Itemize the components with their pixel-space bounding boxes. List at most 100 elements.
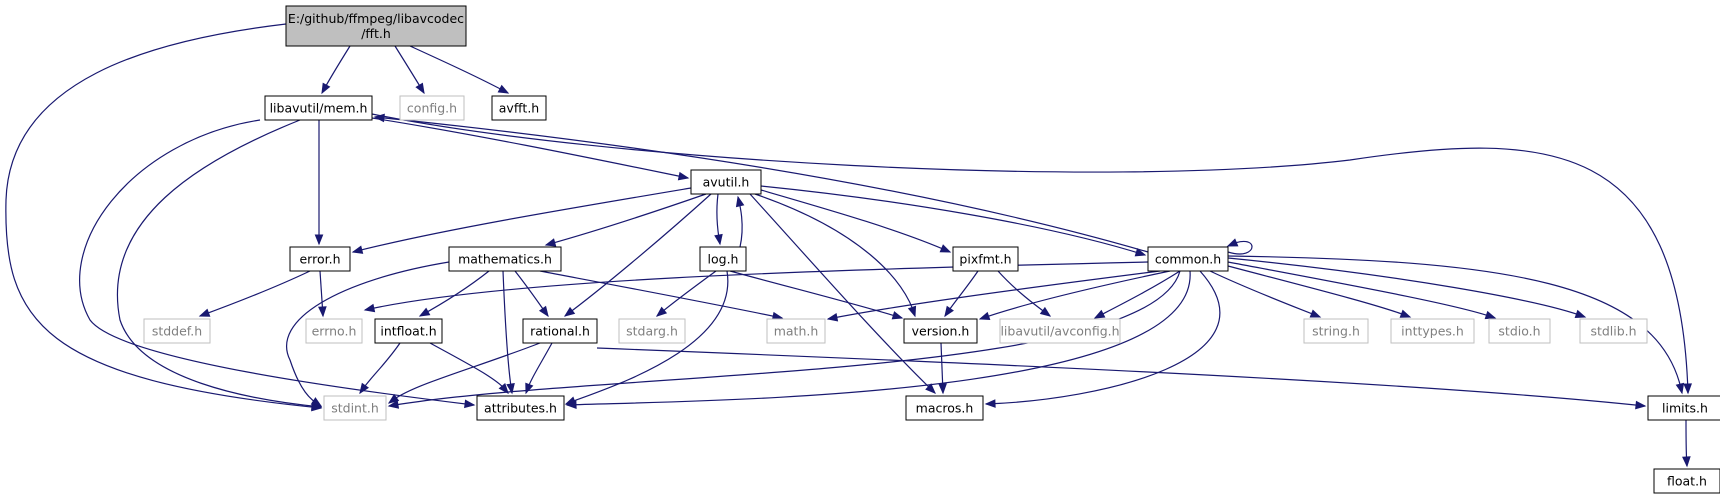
node-label: intfloat.h	[380, 324, 436, 339]
edge-common-to-stdlib	[1227, 257, 1587, 318]
edge-pixfmt-to-version	[944, 270, 979, 318]
node-box	[399, 95, 465, 121]
edge-rational-to-attributes	[525, 342, 553, 395]
node-intfloat[interactable]: intfloat.h	[374, 318, 443, 344]
node-stdio: stdio.h	[1488, 318, 1551, 344]
edge-avutil-to-rational	[563, 193, 712, 317]
edge-avutil-to-mathematics	[544, 193, 707, 247]
node-label: stdarg.h	[626, 324, 678, 339]
node-stdint: stdint.h	[323, 395, 387, 421]
node-log[interactable]: log.h	[699, 246, 747, 272]
edge-common-to-stdio	[1227, 261, 1497, 320]
node-fft[interactable]: E:/github/ffmpeg/libavcodec/fft.h	[285, 5, 467, 47]
node-mathematics[interactable]: mathematics.h	[448, 246, 562, 272]
edge-arrowhead	[373, 113, 385, 123]
node-errno: errno.h	[305, 318, 363, 344]
node-label: inttypes.h	[1401, 324, 1464, 339]
edge-arrowhead	[359, 382, 370, 395]
edge-line	[1227, 265, 1411, 318]
node-label: E:/github/ffmpeg/libavcodec	[288, 11, 464, 26]
edge-version-to-macros	[938, 342, 947, 395]
nodes-layer: E:/github/ffmpeg/libavcodec/fft.h libavut…	[143, 5, 1720, 494]
node-avfft[interactable]: avfft.h	[491, 95, 547, 121]
edge-arrowhead	[1635, 400, 1647, 410]
edge-common-to-inttypes	[1227, 265, 1412, 318]
node-common[interactable]: common.h	[1147, 246, 1229, 272]
edge-line	[388, 270, 1181, 407]
node-error[interactable]: error.h	[289, 246, 351, 272]
node-box	[448, 246, 562, 272]
node-label: version.h	[912, 324, 970, 339]
edge-line	[1227, 261, 1496, 319]
node-label: stddef.h	[152, 324, 202, 339]
edge-arrowhead	[387, 393, 400, 404]
edge-common-to-mem	[373, 113, 1149, 253]
node-label: config.h	[407, 101, 457, 116]
edge-intfloat-to-stdint	[359, 342, 401, 395]
node-box	[522, 318, 598, 344]
edge-arrowhead	[198, 308, 211, 317]
edge-fft-to-stdint	[5, 23, 323, 412]
node-version[interactable]: version.h	[903, 318, 978, 344]
edge-line	[371, 113, 1689, 394]
edge-common-to-string	[1209, 270, 1322, 318]
edge-line	[286, 261, 450, 407]
edge-mathematics-to-attributes	[502, 270, 515, 395]
edge-error-to-errno	[318, 270, 327, 318]
edge-avutil-to-macros	[749, 193, 936, 394]
edge-line	[1209, 270, 1321, 318]
node-mem[interactable]: libavutil/mem.h	[264, 95, 373, 121]
edge-arrowhead	[387, 400, 400, 409]
edge-mathematics-to-intfloat	[418, 270, 490, 317]
node-box	[766, 318, 826, 344]
node-label: common.h	[1155, 252, 1221, 267]
node-label: /fft.h	[361, 26, 391, 41]
node-label: limits.h	[1662, 401, 1708, 416]
node-rational[interactable]: rational.h	[522, 318, 598, 344]
node-box	[903, 318, 978, 344]
edge-arrowhead	[525, 382, 534, 395]
node-math: math.h	[766, 318, 826, 344]
edge-arrowhead	[1683, 383, 1692, 395]
edge-rational-to-limits	[596, 347, 1647, 410]
node-pixfmt[interactable]: pixfmt.h	[952, 246, 1019, 272]
node-label: stdint.h	[331, 401, 379, 416]
edge-line	[545, 193, 707, 246]
edge-line	[419, 270, 490, 317]
edge-arrowhead	[314, 234, 324, 246]
edge-common-to-attributes	[565, 270, 1191, 410]
edge-mathematics-to-rational	[514, 270, 549, 318]
node-float[interactable]: float.h	[1653, 468, 1720, 494]
node-box	[305, 318, 363, 344]
node-label: errno.h	[312, 324, 357, 339]
edge-avutil-to-error	[351, 187, 692, 254]
node-label: mathematics.h	[458, 252, 552, 267]
node-limits[interactable]: limits.h	[1647, 395, 1720, 421]
edge-arrowhead	[363, 303, 376, 313]
edge-line	[1227, 255, 1683, 394]
node-box	[1390, 318, 1475, 344]
edge-arrowhead	[351, 245, 364, 254]
edge-arrowhead	[907, 305, 917, 318]
node-attributes[interactable]: attributes.h	[476, 395, 565, 421]
node-avutil[interactable]: avutil.h	[690, 169, 762, 195]
edge-fft-to-mem	[321, 45, 351, 95]
edge-line	[566, 270, 1191, 406]
edge-arrowhead	[538, 305, 549, 318]
edge-common-to-common	[1226, 238, 1253, 255]
node-box	[143, 318, 211, 344]
node-macros[interactable]: macros.h	[905, 395, 984, 421]
edge-mem-to-limits	[371, 113, 1692, 395]
edge-log-to-avutil	[735, 195, 745, 248]
edge-arrowhead	[310, 397, 323, 407]
node-config: config.h	[399, 95, 465, 121]
edge-line	[749, 193, 936, 394]
edge-arrowhead	[506, 382, 515, 395]
edge-arrowhead	[321, 82, 331, 95]
node-box	[1579, 318, 1648, 344]
edge-mem-to-attributes	[79, 119, 476, 409]
edge-line	[1227, 240, 1253, 255]
edge-line	[985, 270, 1221, 405]
edge-common-to-macros	[984, 270, 1221, 408]
